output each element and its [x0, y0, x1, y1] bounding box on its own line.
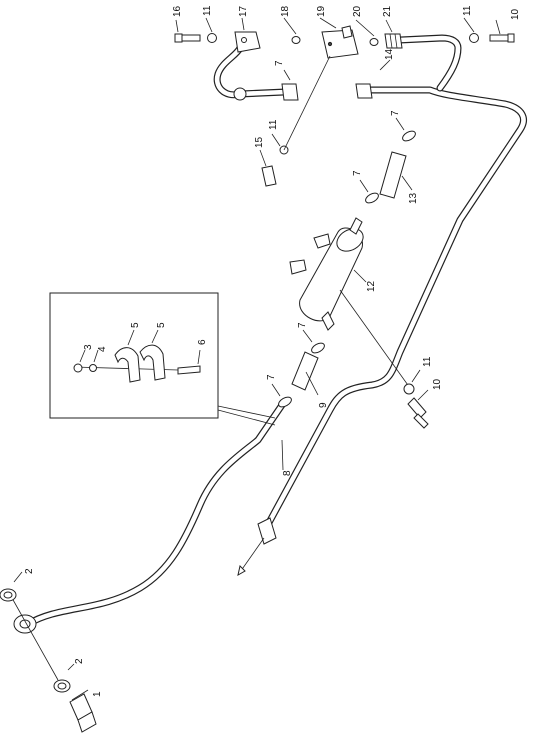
callout-7b: 7	[297, 322, 308, 328]
callout-13: 13	[408, 192, 419, 204]
callout-3: 3	[83, 344, 94, 350]
callout-16: 16	[172, 5, 183, 17]
callout-4: 4	[97, 346, 108, 352]
callout-2a: 2	[24, 568, 35, 574]
callout-7e: 7	[274, 60, 285, 66]
bolt-10-filter	[407, 397, 429, 429]
tube-bracket	[213, 44, 289, 99]
callout-18: 18	[280, 5, 291, 17]
banjo-elbow-bracket	[233, 87, 247, 101]
callout-9: 9	[318, 402, 329, 408]
callout-leaders	[13, 17, 501, 701]
callout-11a: 11	[422, 356, 433, 367]
callout-11b: 11	[268, 119, 279, 130]
callout-1: 1	[92, 691, 103, 697]
washer-18	[291, 36, 301, 44]
tube-end-fitting	[257, 517, 277, 545]
fitting-21	[384, 33, 403, 49]
washer-2-top	[0, 588, 17, 602]
tube-8	[24, 401, 286, 628]
callout-6: 6	[197, 339, 208, 345]
banjo-fitting	[11, 597, 59, 681]
bolt-16	[174, 33, 201, 43]
callout-17: 17	[238, 5, 249, 17]
nut-11-top-left	[207, 33, 217, 43]
bolt-10-top	[489, 33, 515, 43]
nut-11-filter	[403, 383, 415, 395]
bracket-17	[234, 31, 261, 53]
callout-21: 21	[382, 5, 393, 17]
banjo-bolt-1	[69, 693, 97, 733]
clamp-detail-inset	[49, 292, 276, 426]
leader-screw-15	[283, 55, 331, 151]
callout-7d: 7	[390, 110, 401, 116]
hose-9	[291, 351, 319, 391]
callout-10b: 10	[510, 8, 521, 20]
callout-20: 20	[352, 5, 363, 17]
callout-5a: 5	[130, 322, 141, 328]
flow-arrow	[237, 537, 265, 576]
o-ring-20	[369, 38, 379, 46]
callout-12: 12	[366, 280, 377, 292]
callout-5b: 5	[156, 322, 167, 328]
callout-11d: 11	[462, 5, 473, 16]
tube-14	[261, 86, 527, 534]
hose-13	[379, 151, 407, 199]
callout-2b: 2	[74, 658, 85, 664]
nut-11-top-right	[469, 33, 479, 43]
callout-11c: 11	[202, 5, 213, 16]
callout-14: 14	[384, 48, 395, 60]
callout-numbers: 1 2 2 3 4 5 5 6 7 7 7 7 7 8 9 10 10 11 1…	[24, 5, 521, 697]
callout-10a: 10	[432, 378, 443, 390]
sensor-block-19	[321, 25, 359, 59]
callout-19: 19	[316, 5, 327, 17]
tube-nut-14	[355, 83, 373, 99]
washer-2-bottom	[53, 679, 71, 693]
fitting-under-bracket	[281, 83, 299, 101]
callout-7c: 7	[352, 170, 363, 176]
screw-15	[261, 165, 277, 187]
callout-8: 8	[282, 470, 293, 476]
tube-upper	[396, 34, 462, 92]
callout-15: 15	[254, 136, 265, 148]
fuel-filter-12	[289, 217, 411, 389]
callout-7a: 7	[266, 374, 277, 380]
